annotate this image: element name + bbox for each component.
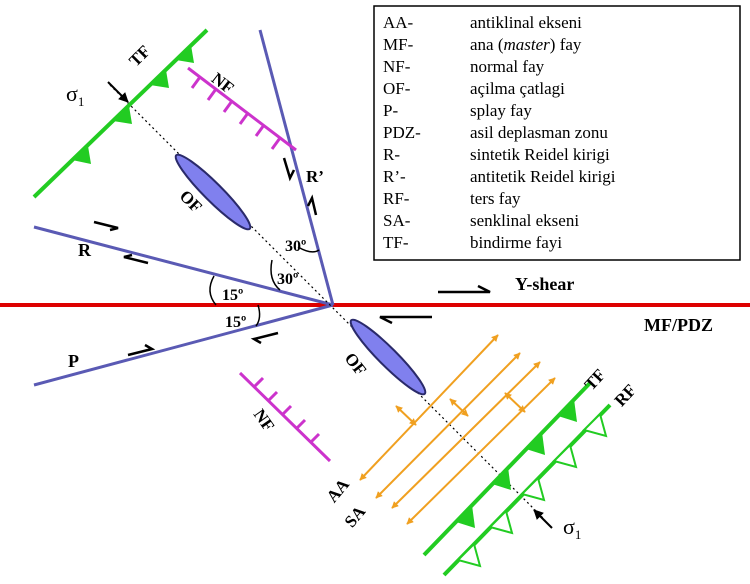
legend-item-nf: NF-normal fay	[383, 57, 545, 76]
p-shear-line	[33, 303, 334, 387]
normal-fault-bottom	[238, 371, 332, 463]
reverse-fault	[442, 403, 612, 577]
svg-text:RF-: RF-	[383, 189, 410, 208]
angle-arc-15-lower	[255, 304, 261, 327]
legend: AA-antiklinal ekseni MF-ana (master) fay…	[373, 5, 741, 261]
svg-text:splay fay: splay fay	[470, 101, 532, 120]
angle-arc-15-upper	[209, 275, 217, 306]
legend-item-pdz: PDZ-asil deplasman zonu	[383, 123, 608, 142]
svg-text:açilma çatlagi: açilma çatlagi	[470, 79, 565, 98]
sigma1-arrow-bottom	[533, 509, 553, 529]
legend-box	[373, 5, 741, 261]
svg-text:OF-: OF-	[383, 79, 411, 98]
normal-fault-top	[187, 66, 297, 152]
label-p: P	[68, 351, 79, 371]
label-angle-15-lower: 15º	[225, 314, 246, 331]
svg-text:sintetik Reidel kirigi: sintetik Reidel kirigi	[470, 145, 610, 164]
angle-arc-30-upper	[297, 246, 320, 253]
svg-text:R-: R-	[383, 145, 400, 164]
svg-text:antiklinal ekseni: antiklinal ekseni	[470, 13, 582, 32]
opening-fracture-top	[174, 153, 252, 231]
label-angle-30-lower: 30º	[277, 271, 298, 288]
label-tf-top: TF	[125, 42, 154, 71]
svg-text:antitetik Reidel kirigi: antitetik Reidel kirigi	[470, 167, 616, 186]
label-sigma1-bottom: σ1	[563, 514, 581, 542]
r-prime-arrow-top	[282, 157, 296, 182]
svg-text:MF-: MF-	[383, 35, 414, 54]
svg-text:normal fay: normal fay	[470, 57, 545, 76]
legend-item-r: R-sintetik Reidel kirigi	[383, 145, 610, 164]
label-r-prime: R’	[306, 167, 324, 186]
legend-item-p: P-splay fay	[383, 101, 532, 120]
label-sa: SA	[341, 502, 370, 531]
label-y-shear: Y-shear	[515, 274, 574, 294]
svg-text:SA-: SA-	[383, 211, 411, 230]
label-aa: AA	[323, 475, 354, 507]
angle-arc-30-lower	[270, 259, 281, 291]
label-of-bottom: OF	[341, 349, 371, 379]
svg-text:PDZ-: PDZ-	[383, 123, 421, 142]
svg-text:NF-: NF-	[383, 57, 411, 76]
r-shear-line	[33, 225, 334, 307]
label-angle-15-upper: 15º	[222, 287, 243, 304]
legend-item-of: OF-açilma çatlagi	[383, 79, 565, 98]
thrust-fault-top	[32, 28, 209, 199]
p-arrow-top	[127, 343, 156, 357]
y-shear-arrow-top	[438, 284, 491, 294]
r-arrow-top	[93, 220, 119, 232]
r-prime-shear-line	[258, 29, 335, 306]
svg-text:asil deplasman zonu: asil deplasman zonu	[470, 123, 608, 142]
svg-text:bindirme fayi: bindirme fayi	[470, 233, 562, 252]
thrust-fault-bottom	[422, 381, 592, 557]
label-rf: RF	[611, 381, 640, 411]
svg-text:R’-: R’-	[383, 167, 406, 186]
legend-item-mf: MF-ana (master) fay	[383, 35, 582, 54]
legend-items: AA-antiklinal ekseni MF-ana (master) fay…	[383, 13, 616, 252]
extension-arrows	[395, 392, 526, 426]
legend-item-sa: SA-senklinal ekseni	[383, 211, 579, 230]
r-arrow-bottom	[123, 253, 149, 265]
r-prime-arrow-bottom	[306, 194, 318, 216]
svg-text:senklinal ekseni: senklinal ekseni	[470, 211, 579, 230]
legend-item-aa: AA-antiklinal ekseni	[383, 13, 582, 32]
legend-item-r-prime: R’- antitetik Reidel kirigi	[383, 167, 616, 186]
label-nf-bottom: NF	[250, 405, 279, 434]
label-angle-30-upper: 30º	[285, 238, 306, 255]
svg-text:ana (master) fay: ana (master) fay	[470, 35, 582, 54]
legend-item-rf: RF-ters fay	[383, 189, 521, 208]
shear-sense-arrows	[93, 157, 491, 357]
y-shear-arrow-bottom	[379, 315, 432, 325]
fold-axis-4	[406, 377, 556, 525]
sigma1-arrow-top	[107, 81, 129, 103]
svg-text:P-: P-	[383, 101, 398, 120]
svg-text:TF-: TF-	[383, 233, 409, 252]
label-sigma1-top: σ1	[66, 81, 84, 109]
legend-item-tf: TF-bindirme fayi	[383, 233, 562, 252]
p-arrow-bottom	[250, 331, 279, 345]
svg-text:ters fay: ters fay	[470, 189, 521, 208]
svg-text:AA-: AA-	[383, 13, 414, 32]
label-r: R	[78, 240, 92, 260]
fold-axes	[359, 334, 556, 525]
label-mf-pdz: MF/PDZ	[644, 315, 713, 335]
